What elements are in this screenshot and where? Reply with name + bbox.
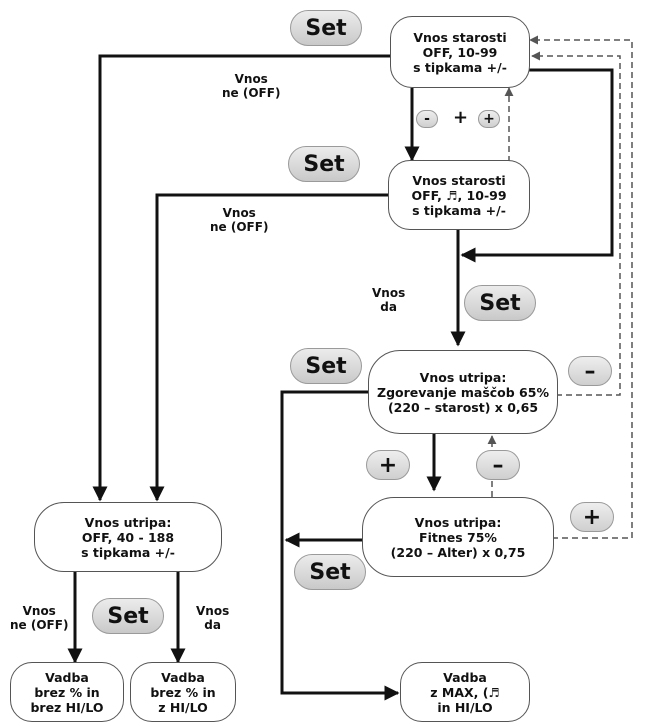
plus-button-right[interactable]: +	[570, 502, 614, 532]
box-training-max: Vadba z MAX, (♬ in HI/LO	[400, 662, 530, 722]
box-line: OFF, ♬, 10-99	[411, 187, 507, 203]
set-button-fatburn[interactable]: Set	[464, 285, 536, 321]
label-line: ne (OFF)	[210, 220, 269, 234]
dashed-fatburn-to-age	[531, 51, 621, 396]
box-line: z HI/LO	[158, 699, 208, 715]
box-training-hilo: Vadba brez % in z HI/LO	[130, 662, 236, 722]
label-yes-top: Vnos da	[372, 286, 405, 314]
label-line: ne (OFF)	[10, 618, 69, 632]
box-line: (220 – starost) x 0,65	[387, 399, 539, 415]
plus-button-left[interactable]: +	[366, 450, 410, 480]
box-line: Vadba	[45, 669, 89, 685]
label-line: Vnos	[234, 72, 268, 86]
label-line: Vnos	[372, 286, 406, 300]
box-line: Vadba	[443, 669, 487, 685]
box-line: OFF, 40 - 188	[81, 529, 175, 545]
box-line: s tipkama +/-	[413, 59, 507, 75]
box-line: Vnos starosti	[413, 29, 507, 45]
box-line: Fitnes 75%	[419, 529, 497, 545]
minus-button-small[interactable]: -	[416, 110, 438, 128]
label-yes-bottom: Vnos da	[196, 604, 229, 632]
box-line: s tipkama +/-	[81, 544, 175, 560]
box-line: Vnos utripa:	[419, 369, 507, 385]
box-line: s tipkama +/-	[412, 202, 506, 218]
arrow-age2-to-manual	[149, 193, 390, 502]
label-line: Vnos	[222, 206, 256, 220]
minus-button-center[interactable]: –	[476, 450, 520, 480]
box-line: brez % in	[150, 684, 216, 700]
label-no-off-top: Vnos ne (OFF)	[222, 72, 280, 100]
label-line: Vnos	[196, 604, 230, 618]
arrow-age-loop-right	[460, 68, 614, 263]
box-line: in HI/LO	[437, 699, 493, 715]
set-button-top[interactable]: Set	[290, 10, 362, 46]
box-line: Vnos utripa:	[414, 514, 502, 530]
box-age-entry: Vnos starosti OFF, 10-99 s tipkama +/-	[390, 16, 530, 88]
box-line: Vnos utripa:	[84, 514, 172, 530]
label-line: da	[204, 618, 221, 632]
dashed-fitness-to-age	[529, 35, 633, 539]
box-line: Vnos starosti	[412, 172, 506, 188]
box-line: OFF, 10-99	[422, 44, 498, 60]
box-line: brez % in	[34, 684, 100, 700]
box-line: brez HI/LO	[30, 699, 104, 715]
box-line: Zgorevanje maščob 65%	[377, 384, 549, 400]
label-line: ne (OFF)	[222, 86, 281, 100]
set-button-left[interactable]: Set	[290, 348, 362, 384]
set-button-fitness[interactable]: Set	[294, 554, 366, 590]
label-no-off-middle: Vnos ne (OFF)	[210, 206, 268, 234]
set-button-age2[interactable]: Set	[288, 146, 360, 182]
set-button-manual[interactable]: Set	[92, 598, 164, 634]
arrow-fatburn-to-max	[280, 390, 400, 701]
label-line: Vnos	[22, 604, 56, 618]
label-no-off-bottom: Vnos ne (OFF)	[10, 604, 68, 632]
label-line: da	[380, 300, 397, 314]
box-pulse-fitness: Vnos utripa: Fitnes 75% (220 – Alter) x …	[362, 497, 554, 577]
box-pulse-manual: Vnos utripa: OFF, 40 - 188 s tipkama +/-	[34, 502, 222, 572]
plus-button-small[interactable]: +	[478, 110, 500, 128]
box-line: (220 – Alter) x 0,75	[390, 544, 526, 560]
box-line: Vadba	[161, 669, 205, 685]
box-line: z MAX, (♬	[430, 684, 500, 700]
plus-sign: +	[453, 107, 469, 128]
box-training-none: Vadba brez % in brez HI/LO	[10, 662, 124, 722]
box-age-entry-sound: Vnos starosti OFF, ♬, 10-99 s tipkama +/…	[388, 160, 530, 230]
minus-button-right[interactable]: –	[568, 356, 612, 386]
box-pulse-fatburn: Vnos utripa: Zgorevanje maščob 65% (220 …	[368, 350, 558, 434]
arrow-age-to-manual	[92, 54, 390, 502]
